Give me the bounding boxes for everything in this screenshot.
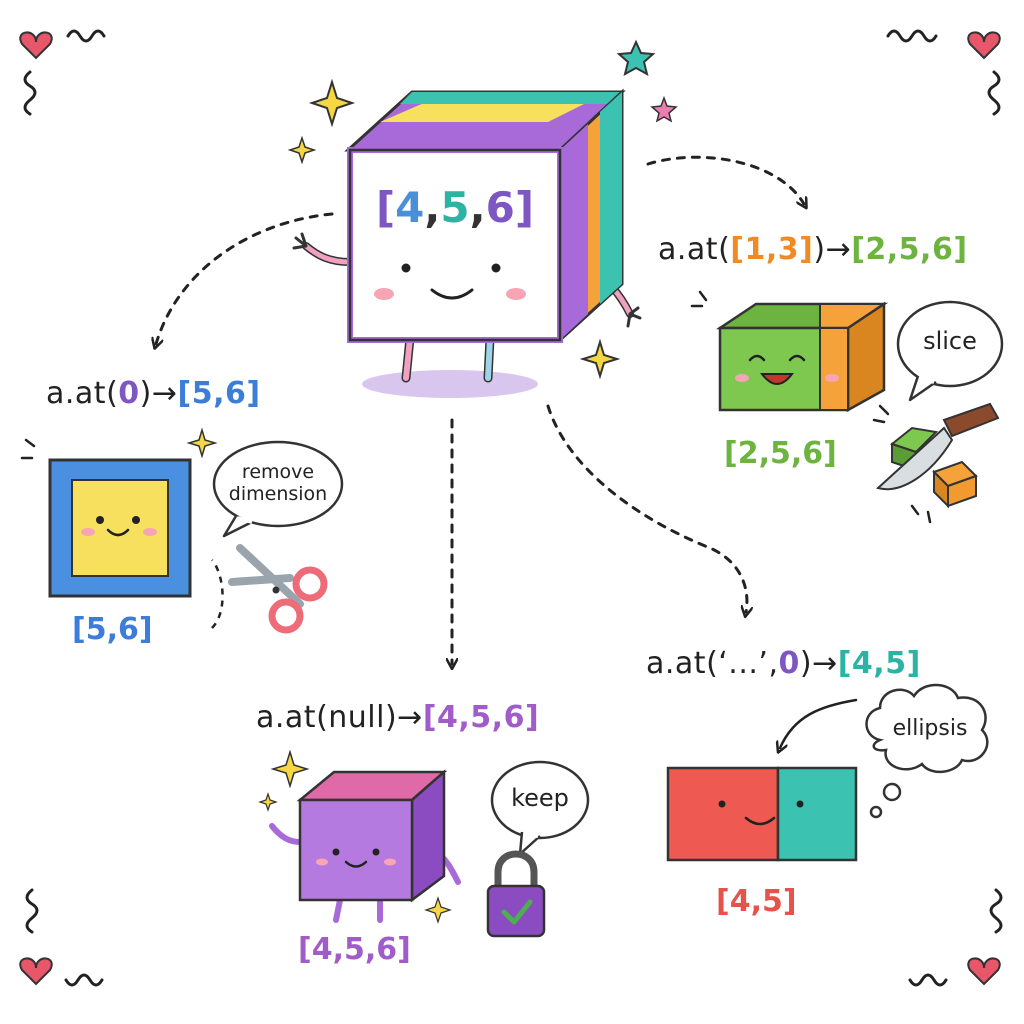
atnull-cube xyxy=(258,749,461,924)
keep-bubble xyxy=(490,760,590,856)
ellipsis-thought-bubble xyxy=(865,683,989,819)
corner-doodle-bottom-right xyxy=(908,888,1003,987)
call-label-part: [4,5] xyxy=(837,646,921,681)
center-cube xyxy=(292,88,642,398)
sparkle-icon xyxy=(287,135,317,165)
call-label-part: )→ xyxy=(813,232,852,267)
sparkle-icon xyxy=(579,338,621,380)
corner-doodle-top-left xyxy=(19,29,106,116)
atellipsis-call-label: a.at(‘...’,0)→[4,5] xyxy=(646,646,921,681)
remove-dimension-text: remove dimension xyxy=(214,461,342,505)
call-label-part: )→ xyxy=(799,646,838,681)
slice-text: slice xyxy=(923,327,977,355)
call-label-part: 0 xyxy=(778,646,800,681)
star-icon xyxy=(650,95,678,123)
center-label-part: ] xyxy=(515,183,534,232)
call-label-part: a.at(‘...’, xyxy=(646,646,779,681)
scissors-icon xyxy=(210,544,328,634)
call-label-part: )→ xyxy=(139,376,178,411)
bubble-line: remove xyxy=(241,461,315,483)
sparkle-icon xyxy=(270,749,310,789)
at0-shape-label: [5,6] xyxy=(72,612,153,647)
ellipsis-text: ellipsis xyxy=(892,716,968,741)
center-label-part: , xyxy=(424,183,440,232)
arrow-to-at0 xyxy=(156,212,334,344)
remove-dimension-bubble xyxy=(212,440,344,538)
corner-doodle-top-right xyxy=(886,29,1001,116)
atellipsis-rect xyxy=(666,766,858,862)
call-label-part: a.at( xyxy=(46,376,119,411)
sparkle-icon xyxy=(308,78,356,128)
center-label-part: 4 xyxy=(395,183,424,232)
call-label-part: a.at( xyxy=(658,232,731,267)
atnull-call-label: a.at(null)→[4,5,6] xyxy=(256,700,539,735)
corner-doodle-bottom-left xyxy=(19,888,104,987)
arrow-to-at13 xyxy=(646,155,804,204)
call-label-part: a.at(null)→ xyxy=(256,700,423,735)
atnull-shape-label: [4,5,6] xyxy=(298,932,411,967)
sparkle-icon xyxy=(186,427,218,459)
sparkle-icon xyxy=(424,896,452,924)
center-shape-label: [4,5,6] xyxy=(376,183,534,232)
center-label-part: 6 xyxy=(486,183,515,232)
bubble-line: dimension xyxy=(228,483,328,505)
call-label-part: [5,6] xyxy=(177,376,261,411)
center-label-part: , xyxy=(470,183,486,232)
at0-call-label: a.at(0)→[5,6] xyxy=(46,376,261,411)
at13-call-label: a.at([1,3])→[2,5,6] xyxy=(658,232,968,267)
at13-box xyxy=(690,290,889,413)
lock-icon xyxy=(486,850,546,938)
knife-icon xyxy=(872,402,1000,524)
center-label-part: [ xyxy=(376,183,395,232)
call-label-part: [4,5,6] xyxy=(422,700,540,735)
slice-bubble xyxy=(896,300,1004,402)
call-label-part: [2,5,6] xyxy=(851,232,968,267)
call-label-part: 0 xyxy=(118,376,140,411)
arrow-to-atellipsis xyxy=(546,404,747,612)
center-label-part: 5 xyxy=(440,183,469,232)
cube-shadow xyxy=(362,370,538,398)
arrow-ellipsis-to-rect xyxy=(780,698,858,748)
at13-shape-label: [2,5,6] xyxy=(724,436,837,471)
sparkle-icon xyxy=(258,792,278,812)
star-icon xyxy=(616,39,656,76)
call-label-part: [1,3] xyxy=(730,232,814,267)
cube-front-face xyxy=(347,147,563,343)
at0-square xyxy=(20,427,218,598)
keep-text: keep xyxy=(511,784,569,812)
atellipsis-shape-label: [4,5] xyxy=(716,884,797,919)
